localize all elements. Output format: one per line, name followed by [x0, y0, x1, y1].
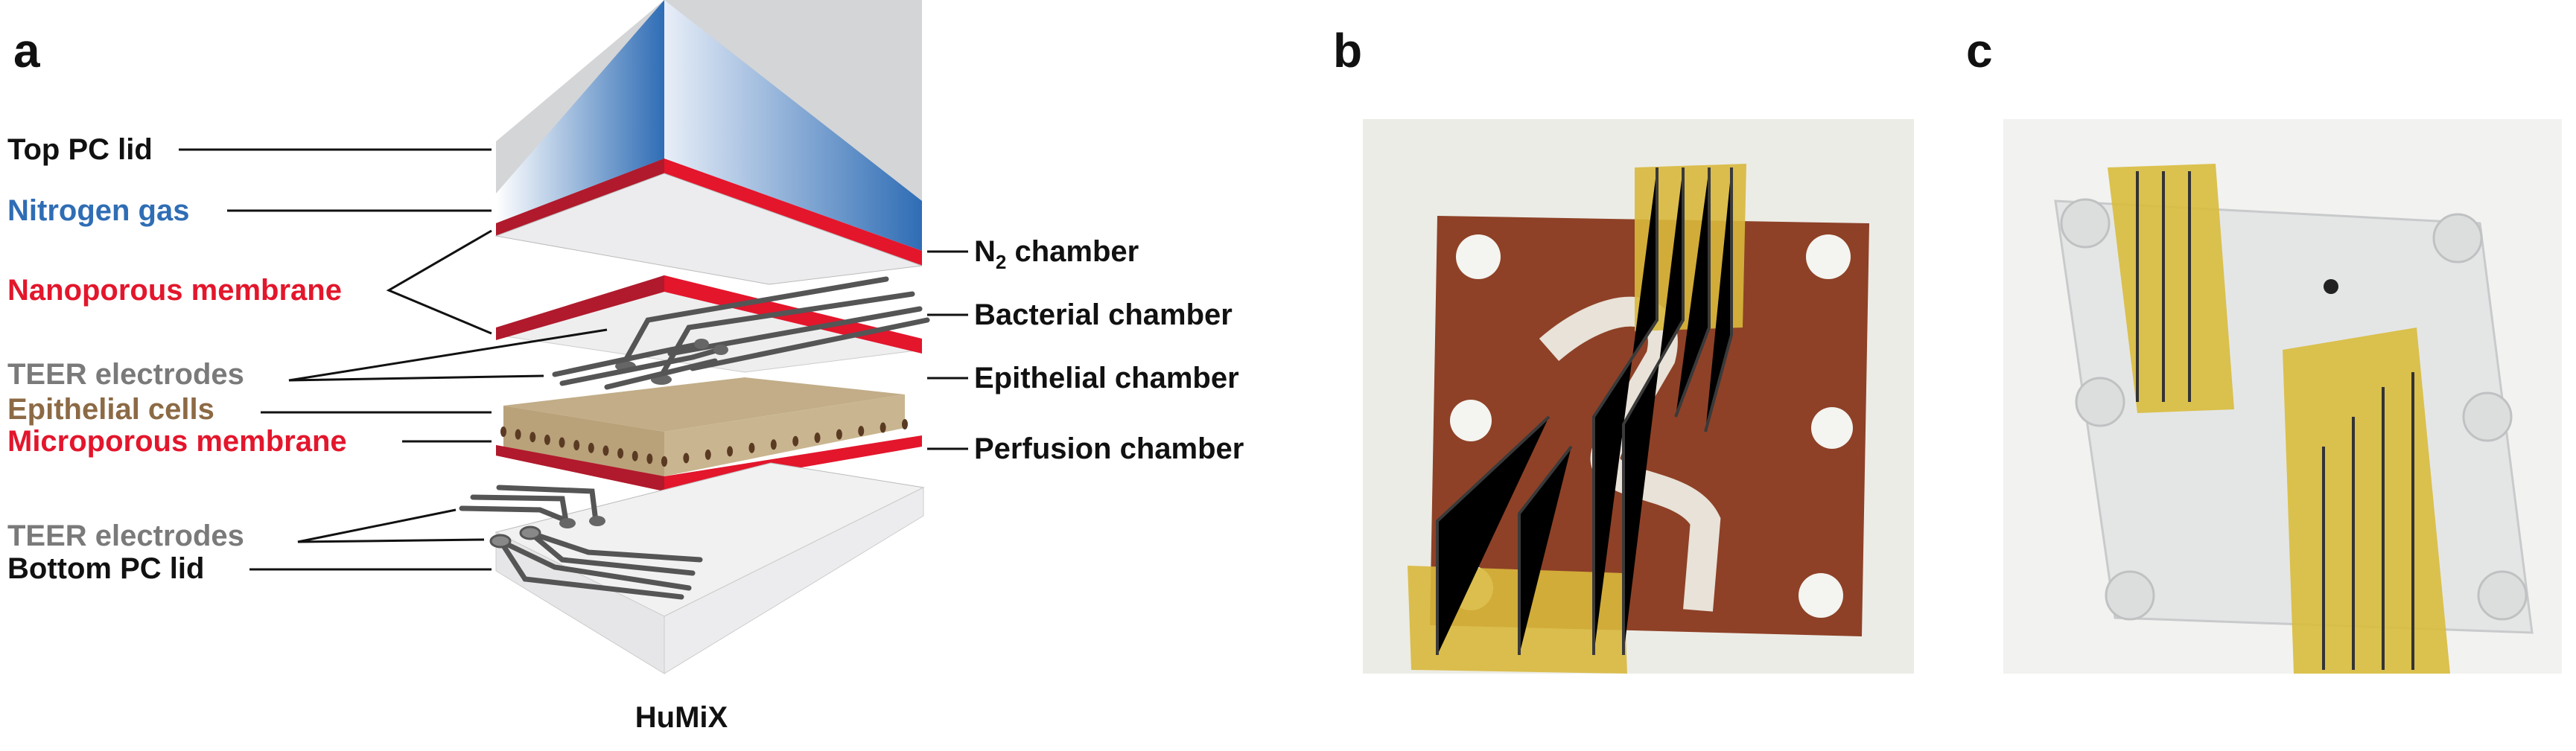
cell-nucleus: [770, 439, 777, 450]
label-epithelial-cells: Epithelial cells: [7, 393, 214, 426]
label-teer-electrodes-upper: TEER electrodes: [7, 358, 244, 391]
cell-nucleus: [902, 419, 908, 429]
label-n2-chamber: N2 chamber: [974, 235, 1139, 273]
cell-nucleus: [858, 426, 865, 437]
cell-nucleus: [602, 445, 609, 456]
teer-electrodes-upper: [552, 339, 728, 390]
cell-nucleus: [529, 432, 536, 443]
leader-teer-lower: [297, 508, 485, 543]
label-perfusion-chamber: Perfusion chamber: [974, 432, 1244, 465]
kapton-tape-top: [2108, 164, 2234, 413]
leader-teer-upper: [288, 328, 608, 382]
nanoporous-membrane-layer: [495, 275, 930, 385]
label-bacterial-chamber: Bacterial chamber: [974, 298, 1233, 331]
leader-nanoporous: [386, 229, 492, 335]
bottom-pc-lid-layer: [459, 462, 925, 674]
photo-c: [2003, 119, 2562, 674]
panel-label-a: a: [13, 24, 40, 77]
epithelial-cell-layer: [496, 377, 922, 491]
kapton-tape-top: [1635, 164, 1746, 331]
label-top-pc-lid: Top PC lid: [7, 133, 153, 166]
cell-nucleus: [792, 435, 799, 447]
device-schematic: [179, 0, 968, 674]
cell-nucleus: [727, 446, 734, 457]
cell-nucleus: [705, 449, 711, 460]
label-bottom-pc-lid: Bottom PC lid: [7, 552, 204, 585]
panel-label-c: c: [1966, 24, 1993, 77]
cell-nucleus: [588, 442, 594, 453]
top-pc-lid-layer: [494, 0, 923, 285]
cell-nucleus: [646, 453, 653, 464]
cell-nucleus: [500, 426, 506, 437]
cell-nucleus: [661, 456, 667, 467]
label-epithelial-chamber: Epithelial chamber: [974, 362, 1239, 394]
cell-nucleus: [573, 440, 580, 451]
cell-nucleus: [632, 450, 638, 461]
label-nanoporous-membrane: Nanoporous membrane: [7, 274, 342, 307]
cell-nucleus: [683, 453, 690, 464]
label-nitrogen-gas: Nitrogen gas: [7, 194, 189, 227]
label-teer-electrodes-lower: TEER electrodes: [7, 520, 244, 552]
cell-nucleus: [559, 437, 565, 448]
cell-nucleus: [836, 429, 842, 440]
panel-label-b: b: [1333, 24, 1362, 77]
label-microporous-membrane: Microporous membrane: [7, 425, 347, 458]
cell-nucleus: [748, 442, 755, 453]
caption-humix: HuMiX: [635, 701, 728, 734]
cell-nuclei: [500, 419, 908, 467]
cell-nucleus: [814, 432, 821, 444]
photo-b: [1363, 119, 1914, 674]
cell-nucleus: [544, 434, 550, 445]
cell-nucleus: [617, 448, 624, 459]
cell-nucleus: [880, 422, 886, 433]
cell-nucleus: [515, 429, 521, 440]
